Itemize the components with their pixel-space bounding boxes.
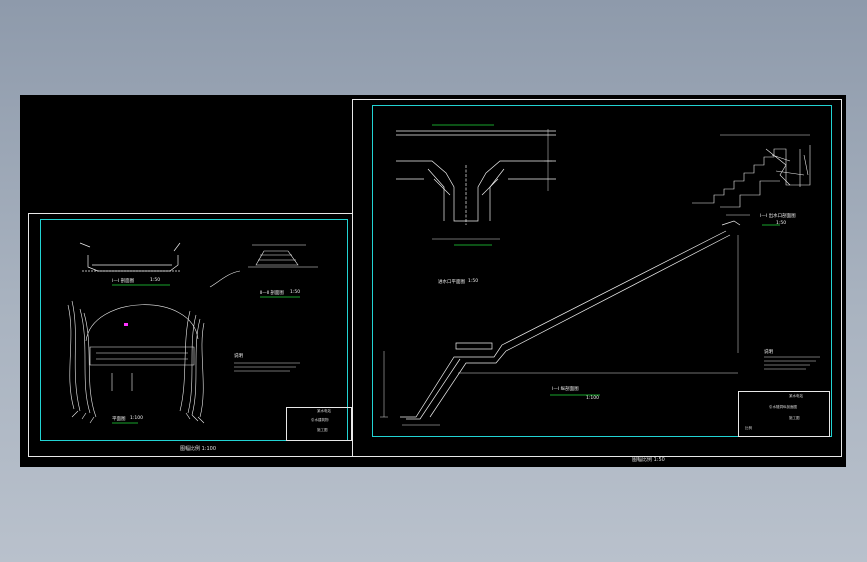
left-sheet-caption: 图幅比例 1:100 (180, 446, 216, 452)
left-title-block-row3: 施工图 (317, 428, 328, 432)
left-title-block-row2: 引水建筑物 (311, 418, 329, 422)
right-title-block: 某水电站 引水隧洞纵剖面图 施工图 比例 (738, 391, 830, 437)
right-drawing-sheet[interactable] (352, 99, 842, 457)
right-drawing-frame (372, 105, 832, 437)
left-plan-scale: 1:100 (130, 416, 143, 421)
right-long-section-label: Ⅰ—Ⅰ 纵剖面图 (552, 387, 579, 392)
right-sheet-caption: 图幅比例 1:50 (632, 457, 665, 463)
right-title-block-row3: 施工图 (789, 416, 800, 420)
left-title-block: 某水电站 引水建筑物 施工图 (286, 407, 352, 441)
left-section-b-label: Ⅱ—Ⅱ 剖面图 (260, 291, 284, 296)
left-sheet-drawings (67, 242, 318, 424)
right-title-block-row2: 引水隧洞纵剖面图 (769, 405, 797, 409)
left-plan-label: 平面图 (112, 417, 126, 422)
right-title-block-row4: 比例 (745, 426, 752, 430)
right-top-plan-scale: 1:50 (468, 279, 479, 284)
left-title-block-row1: 某水电站 (317, 409, 331, 413)
right-detail-label: Ⅰ—Ⅰ 出水口剖面图 (760, 214, 796, 219)
right-long-section-scale: 1:100 (586, 396, 599, 401)
left-section-a-label: Ⅰ—Ⅰ 剖面图 (112, 279, 135, 284)
right-top-plan-label: 进水口平面图 (438, 280, 465, 285)
right-sheet-drawings (380, 124, 820, 426)
left-notes-title: 说明 (234, 354, 243, 359)
right-notes-title: 说明 (764, 350, 773, 355)
left-section-b-scale: 1:50 (290, 290, 301, 295)
left-section-a-scale: 1:50 (150, 278, 161, 283)
right-title-block-row1: 某水电站 (789, 394, 803, 398)
left-drawing-frame (40, 219, 348, 441)
cad-model-space[interactable]: Ⅰ—Ⅰ 剖面图 1:50 Ⅱ—Ⅱ 剖面图 1:50 平面图 1:100 说明 某… (20, 95, 846, 467)
right-detail-scale: 1:50 (776, 221, 787, 226)
